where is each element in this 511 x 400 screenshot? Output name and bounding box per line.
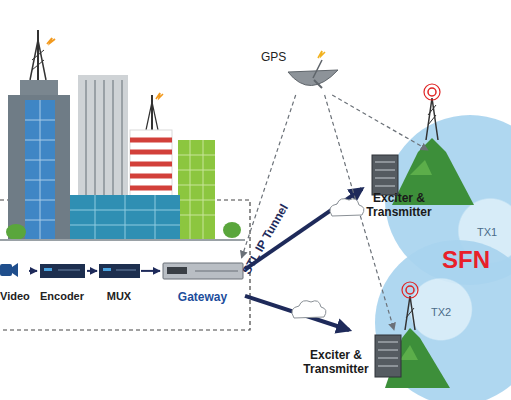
transmitter-node: Exciter & Transmitter <box>298 330 408 380</box>
signal-arrow <box>141 270 160 272</box>
source-node: Video <box>0 258 29 304</box>
transmitter-node: Exciter & Transmitter <box>362 150 442 220</box>
encoder-device <box>40 264 85 278</box>
gps-dish <box>288 51 338 88</box>
node-label: MUX <box>97 290 141 303</box>
signal-arrow <box>87 270 97 272</box>
network-cloud <box>292 301 326 318</box>
gps-sync-arrow <box>332 95 428 150</box>
stl-tunnel-arrow <box>245 296 349 330</box>
node-label: Exciter & Transmitter <box>362 191 436 220</box>
node-label: Encoder <box>37 290 87 303</box>
gateway-device <box>163 263 243 279</box>
node-label: Exciter & Transmitter <box>298 348 374 377</box>
network-label: SFN <box>442 246 490 275</box>
mux-node: MUX <box>97 258 141 304</box>
gps-node: GPS <box>255 42 340 95</box>
mux-device <box>99 264 140 278</box>
edge-label: STL IP Tunnel <box>239 202 291 277</box>
city-buildings <box>0 30 245 241</box>
network-cloud <box>330 199 364 216</box>
node-label: TX2 <box>431 306 461 319</box>
node-label: Video <box>0 290 29 303</box>
node-label: GPS <box>261 50 301 64</box>
node-label: Gateway <box>160 290 245 304</box>
signal-arrow <box>29 270 37 272</box>
encoder-node: Encoder <box>37 258 87 304</box>
node-label: TX1 <box>477 226 507 239</box>
gateway-node: Gateway <box>160 258 245 304</box>
video-camera <box>0 263 18 277</box>
